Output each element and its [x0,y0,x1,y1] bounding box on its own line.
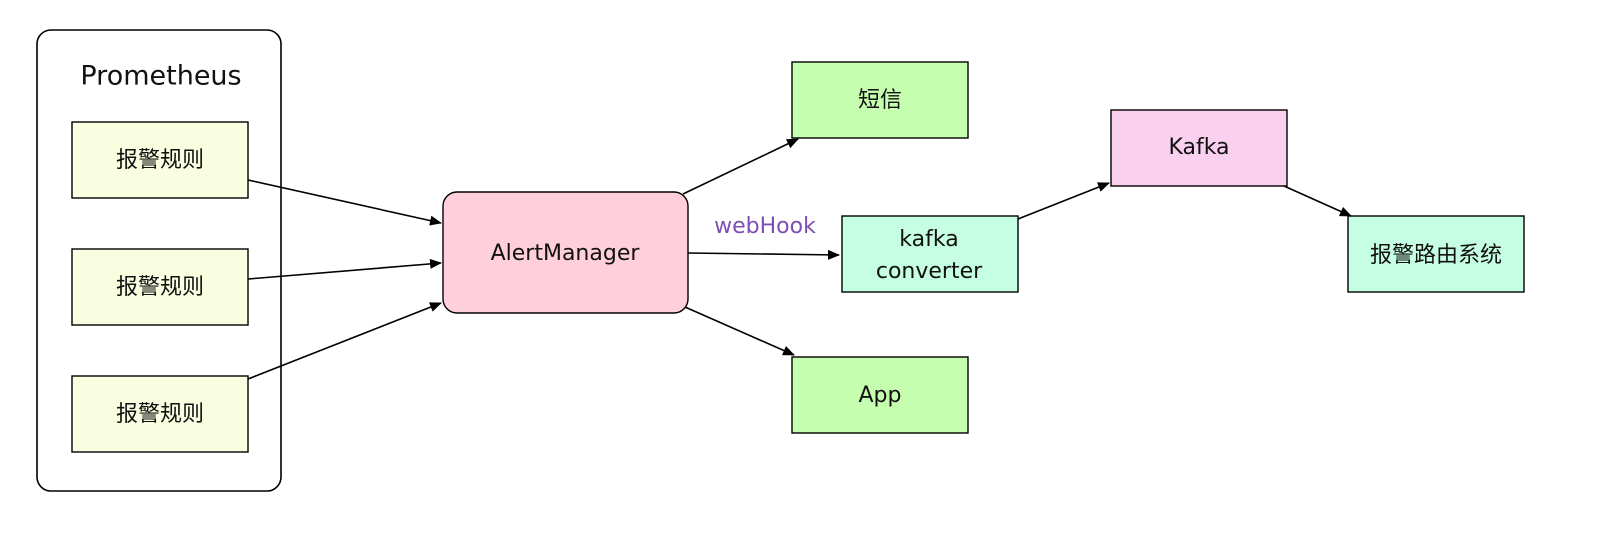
alertmanager-label: AlertManager [491,241,641,266]
edge-converter-to-kafka [1017,182,1110,220]
kafka-box [1110,109,1288,187]
app-label: App [859,383,902,408]
edge-alertmanager-to-app [684,306,795,356]
edge-rule3-to-alertmanager [247,302,442,380]
alert-rule-box-3 [71,375,249,453]
alert-routing-node: 报警路由系统 [1347,215,1525,293]
alert-rule-label-1: 报警规则 [116,148,204,173]
edge-kafka-to-routing [1283,185,1352,217]
kafka-converter-node: kafka converter [841,215,1019,293]
app-box [791,356,969,434]
edge-alertmanager-to-converter [687,249,840,260]
alert-rule-box-2 [71,248,249,326]
kafka-converter-label-line1: kafka [899,227,958,252]
alert-rule-node-3: 报警规则 [71,375,249,453]
alert-rule-label-3: 报警规则 [116,402,204,427]
kafka-converter-label-line2: converter [876,259,983,284]
prometheus-title: Prometheus [80,61,241,92]
edge-rule1-to-alertmanager [247,179,442,226]
alert-routing-box [1347,215,1525,293]
kafka-converter-box [841,215,1019,293]
sms-node: 短信 [791,61,969,139]
edge-alertmanager-to-sms [682,138,799,195]
webhook-edge-label: webHook [714,214,816,239]
kafka-label: Kafka [1168,135,1229,160]
alert-rule-node-1: 报警规则 [71,121,249,199]
alert-routing-label: 报警路由系统 [1370,243,1502,268]
alertmanager-node: AlertManager [442,191,689,314]
kafka-node: Kafka [1110,109,1288,187]
alert-rule-label-2: 报警规则 [116,275,204,300]
alert-rule-box-1 [71,121,249,199]
edge-rule2-to-alertmanager [247,258,442,280]
alert-rule-node-2: 报警规则 [71,248,249,326]
sms-box [791,61,969,139]
sms-label: 短信 [858,88,902,113]
alertmanager-box [442,191,689,314]
app-node: App [791,356,969,434]
